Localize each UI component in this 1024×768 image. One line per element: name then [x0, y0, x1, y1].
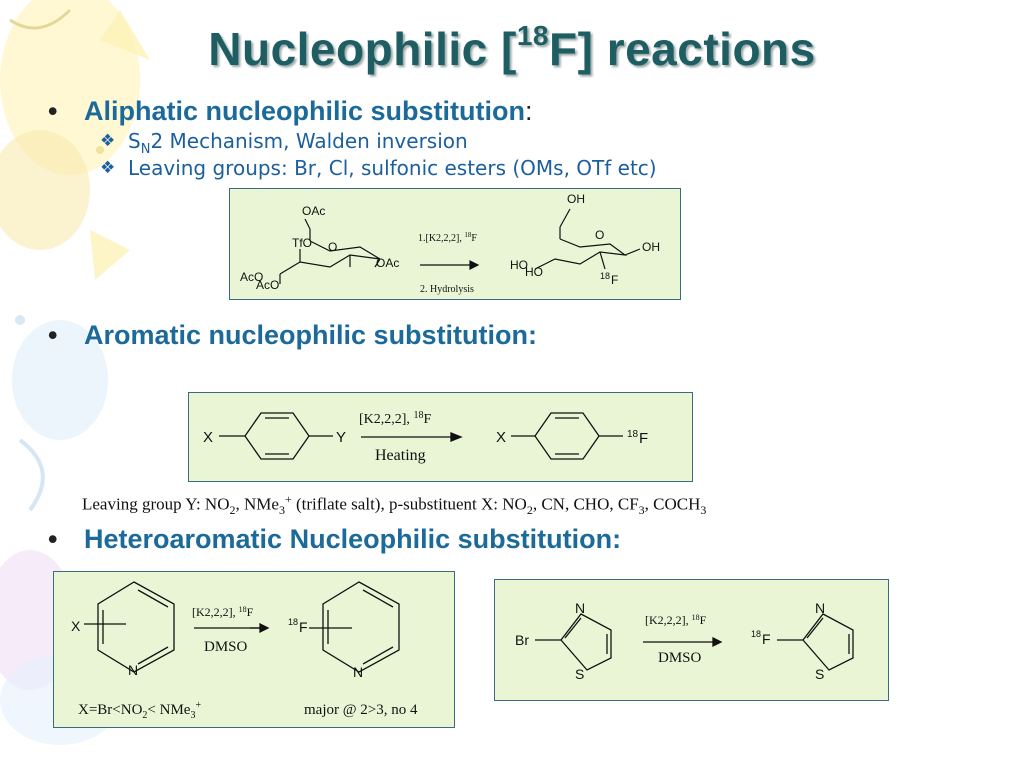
svg-text:N: N: [128, 662, 138, 678]
svg-text:O: O: [595, 228, 604, 242]
bullet-dot-icon: •: [48, 96, 58, 126]
svg-text:OH: OH: [567, 192, 585, 206]
svg-text:18: 18: [627, 429, 639, 440]
svg-text:Heating: Heating: [375, 447, 426, 464]
svg-text:N: N: [353, 664, 363, 680]
svg-text:HO: HO: [510, 258, 528, 272]
svg-text:AcO: AcO: [256, 278, 279, 292]
svg-text:18: 18: [751, 629, 761, 639]
pyridine-structures: X N 18 F N [K2,2,2], 18F DMSO X=Br<NO2< …: [71, 581, 418, 721]
scheme-thiazole: Br N S 18 F N S [K2,2,2], 18F DMSO: [494, 579, 889, 701]
bullet-dot-icon: •: [48, 320, 58, 350]
diamond-bullet-icon: ❖: [100, 158, 116, 178]
svg-text:1.[K2,2,2], 18F: 1.[K2,2,2], 18F: [418, 231, 477, 244]
svg-text:O: O: [328, 240, 337, 254]
svg-text:major @ 2>3, no 4: major @ 2>3, no 4: [304, 702, 418, 718]
thiazole-structures: Br N S 18 F N S [K2,2,2], 18F DMSO: [515, 600, 854, 682]
bullet-dot-icon: •: [48, 524, 58, 554]
svg-text:HO: HO: [525, 265, 543, 279]
diamond-bullet-icon: ❖: [100, 131, 116, 151]
svg-text:AcO: AcO: [240, 270, 263, 284]
scheme-pyridine: X N 18 F N [K2,2,2], 18F DMSO X=Br<NO2< …: [53, 571, 455, 728]
svg-text:[K2,2,2], 18F: [K2,2,2], 18F: [192, 605, 254, 619]
page-title: Nucleophilic [18F] reactions: [208, 19, 816, 75]
svg-text:N: N: [815, 600, 825, 616]
svg-text:N: N: [575, 600, 585, 616]
svg-text:18: 18: [600, 271, 610, 281]
bullet-heteroaromatic: •Heteroaromatic Nucleophilic substitutio…: [48, 524, 622, 554]
svg-text:X: X: [203, 429, 213, 446]
svg-text:F: F: [611, 273, 618, 287]
scheme-aliphatic: OAc TfO O OAc AcO AcO OH O OH HO HO 18 F…: [229, 188, 681, 300]
bullet-aliphatic: •Aliphatic nucleophilic substitution:: [48, 96, 533, 126]
svg-text:OAc: OAc: [302, 204, 325, 218]
svg-text:DMSO: DMSO: [204, 639, 248, 655]
svg-text:Y: Y: [336, 429, 346, 446]
svg-text:[K2,2,2], 18F: [K2,2,2], 18F: [645, 613, 707, 627]
svg-text:F: F: [639, 430, 648, 447]
svg-text:2. Hydrolysis: 2. Hydrolysis: [420, 284, 474, 295]
aromatic-structures: X Y X 18 F [K2,2,2], 18F Heating: [203, 410, 648, 464]
subpoint-leaving-groups: ❖Leaving groups: Br, Cl, sulfonic esters…: [100, 156, 657, 180]
svg-text:TfO: TfO: [292, 236, 312, 250]
svg-text:S: S: [575, 666, 584, 682]
svg-text:F: F: [762, 631, 771, 647]
scheme-aromatic: X Y X 18 F [K2,2,2], 18F Heating: [188, 392, 693, 482]
bullet-aromatic: •Aromatic nucleophilic substitution:: [48, 320, 538, 350]
svg-text:18: 18: [288, 617, 298, 627]
svg-text:DMSO: DMSO: [658, 650, 702, 666]
svg-text:Br: Br: [515, 632, 529, 648]
sugar-structures: OAc TfO O OAc AcO AcO OH O OH HO HO 18 F…: [240, 192, 660, 295]
svg-text:S: S: [815, 666, 824, 682]
svg-text:X=Br<NO2< NMe3+: X=Br<NO2< NMe3+: [78, 700, 201, 721]
svg-text:OAc: OAc: [376, 256, 399, 270]
svg-text:F: F: [299, 619, 308, 635]
svg-text:OH: OH: [642, 240, 660, 254]
subpoint-sn2: ❖SN2 Mechanism, Walden inversion: [100, 129, 468, 157]
svg-text:[K2,2,2], 18F: [K2,2,2], 18F: [359, 410, 431, 427]
svg-text:X: X: [71, 618, 81, 634]
svg-text:X: X: [496, 429, 506, 446]
leaving-group-note: Leaving group Y: NO2, NMe3+ (triflate sa…: [82, 492, 707, 518]
